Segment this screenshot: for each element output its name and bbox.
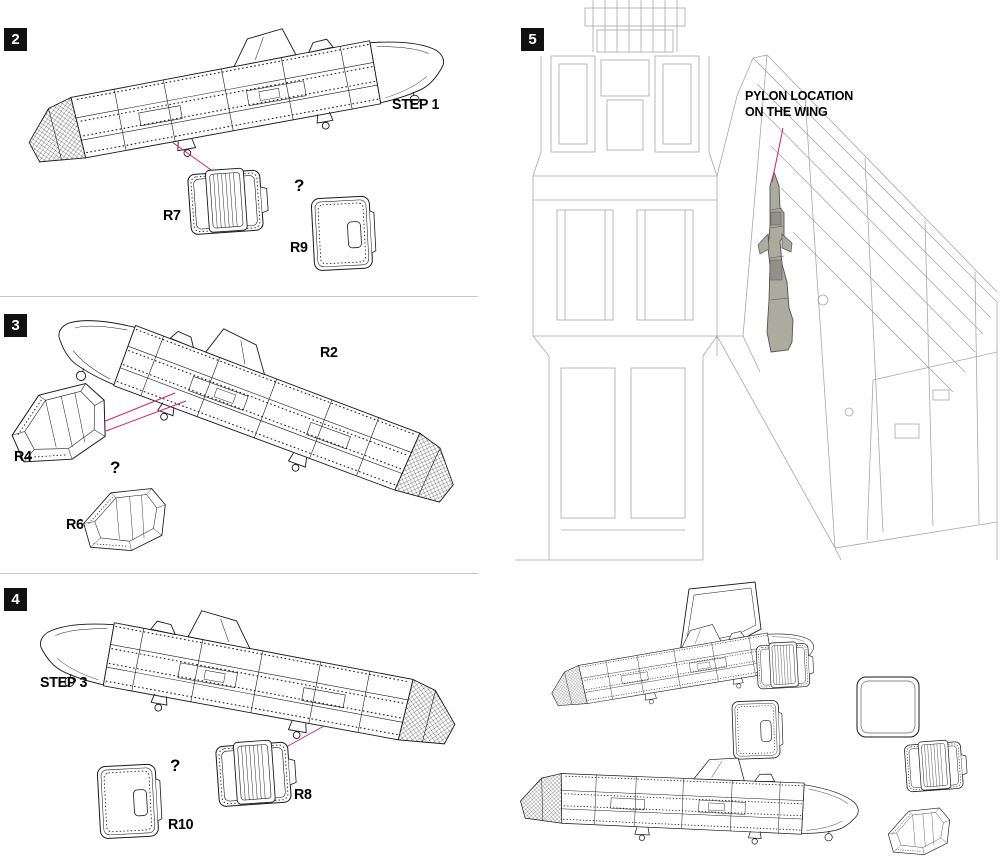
question-mark-step4: ? <box>170 756 181 775</box>
callout-label-r2: R2 <box>320 344 338 361</box>
step-3-drawing <box>5 300 478 552</box>
missile-drawing <box>31 583 468 766</box>
part-r10-drawing <box>96 763 164 840</box>
wing-drawing <box>515 0 998 561</box>
missile-drawing <box>16 18 453 184</box>
part-label-r8: R8 <box>294 786 312 803</box>
step-5-drawing <box>515 0 998 561</box>
pylon-shape <box>757 170 794 353</box>
missile-drawing <box>41 300 478 525</box>
pylon-note-line2: ON THE WING <box>745 105 828 120</box>
card-part-drawing <box>856 676 920 738</box>
part-label-r10: R10 <box>168 816 194 833</box>
plate-part-drawing <box>731 699 784 760</box>
step-4-drawing <box>31 583 468 840</box>
pylon-note: PYLON LOCATION ON THE WING <box>745 88 853 121</box>
question-mark-step3: ? <box>110 458 121 477</box>
step-1-label: STEP 1 <box>392 96 440 113</box>
part-r9-drawing <box>310 195 378 272</box>
part-r7-drawing <box>186 165 270 236</box>
section-divider-1 <box>0 296 478 297</box>
step-4-badge: 4 <box>4 588 27 611</box>
missile-drawing-lower <box>518 746 862 853</box>
step-5-section: 5 PYLON LOCATION ON THE WING <box>505 0 1000 570</box>
part-r6-drawing <box>83 488 166 552</box>
part-label-r7: R7 <box>163 207 181 224</box>
exploded-view-section <box>505 575 1000 856</box>
box-part-drawing-2 <box>903 738 969 793</box>
part-label-r9: R9 <box>290 239 308 256</box>
part-label-r4: R4 <box>14 448 32 465</box>
step-3-label: STEP 3 <box>40 674 88 691</box>
pod-part-drawing <box>887 807 951 855</box>
step-2-section: 2 STEP 1 R7 ? R9 <box>0 18 492 296</box>
pylon-leader-line <box>771 127 784 183</box>
section-divider-2 <box>0 573 478 574</box>
exploded-view-drawing <box>518 581 969 855</box>
leader-line <box>97 392 187 432</box>
step-5-badge: 5 <box>521 28 544 51</box>
step-3-section: 3 R2 R4 ? R6 <box>0 300 492 570</box>
step-4-section: 4 STEP 3 ? R8 R10 <box>0 576 492 856</box>
box-part-drawing <box>755 640 815 690</box>
step-3-badge: 3 <box>4 314 27 337</box>
step-2-drawing <box>16 18 453 272</box>
step-2-badge: 2 <box>4 28 27 51</box>
part-r8-drawing <box>214 737 298 808</box>
leader-line <box>171 141 215 173</box>
pylon-note-line1: PYLON LOCATION <box>745 89 854 103</box>
part-label-r6: R6 <box>66 516 84 533</box>
question-mark-step2: ? <box>294 176 305 195</box>
